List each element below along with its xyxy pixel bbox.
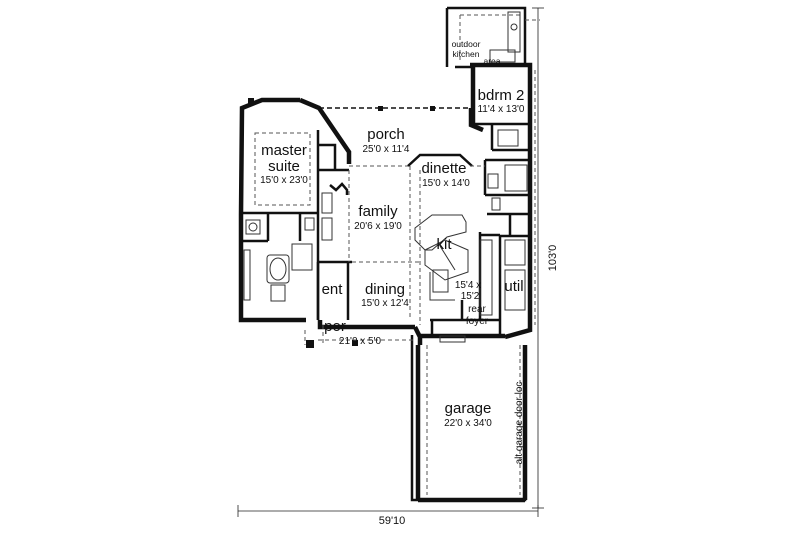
dinette-size: 15'0 x 14'0 xyxy=(422,178,470,189)
dinette-label: dinette xyxy=(421,160,466,177)
outdoor-kitchen-label-line3: area xyxy=(483,56,500,66)
overall-width: 59'10 xyxy=(379,515,406,527)
dimension-labels: 59'10 103'0 xyxy=(379,245,559,527)
kitchen-size-line1: 15'4 x xyxy=(455,280,481,291)
openings xyxy=(254,14,540,495)
bdrm2-size: 11'4 x 13'0 xyxy=(477,104,524,115)
kitchen-size-line2: 15'2 xyxy=(461,291,480,302)
family-label: family xyxy=(358,203,398,220)
por-size: 21'0 x 5'0 xyxy=(339,336,382,347)
overall-depth: 103'0 xyxy=(547,245,559,272)
kitchen-label: kit xyxy=(437,236,453,253)
fixtures xyxy=(243,11,528,343)
master-suite-label-line2: suite xyxy=(268,158,300,175)
room-labels: master suite 15'0 x 23'0 porch 25'0 x 11… xyxy=(260,39,525,464)
dining-size: 15'0 x 12'4 xyxy=(361,298,409,309)
garage-size: 22'0 x 34'0 xyxy=(444,418,492,429)
garage-label: garage xyxy=(445,400,492,417)
alt-garage-door-note: alt garage door loc xyxy=(514,382,525,465)
porch-size: 25'0 x 11'4 xyxy=(362,144,409,155)
rear-foyer-label-line1: rear xyxy=(468,304,486,315)
util-label: util xyxy=(504,278,523,295)
master-suite-label-line1: master xyxy=(261,142,307,159)
outdoor-kitchen-label-line1: outdoor xyxy=(452,39,481,49)
entry-label: ent xyxy=(322,281,344,298)
por-label: por xyxy=(324,318,346,335)
master-suite-size: 15'0 x 23'0 xyxy=(260,175,308,186)
porch-columns xyxy=(248,98,435,348)
porch-label: porch xyxy=(367,126,405,143)
outdoor-kitchen-label-line2: kitchen xyxy=(453,49,480,59)
rear-foyer-label-line2: foyer xyxy=(466,316,489,327)
dining-label: dining xyxy=(365,281,405,298)
family-size: 20'6 x 19'0 xyxy=(354,221,402,232)
exterior-walls xyxy=(238,6,533,503)
bdrm2-label: bdrm 2 xyxy=(478,87,525,104)
dimension-lines xyxy=(237,7,544,517)
